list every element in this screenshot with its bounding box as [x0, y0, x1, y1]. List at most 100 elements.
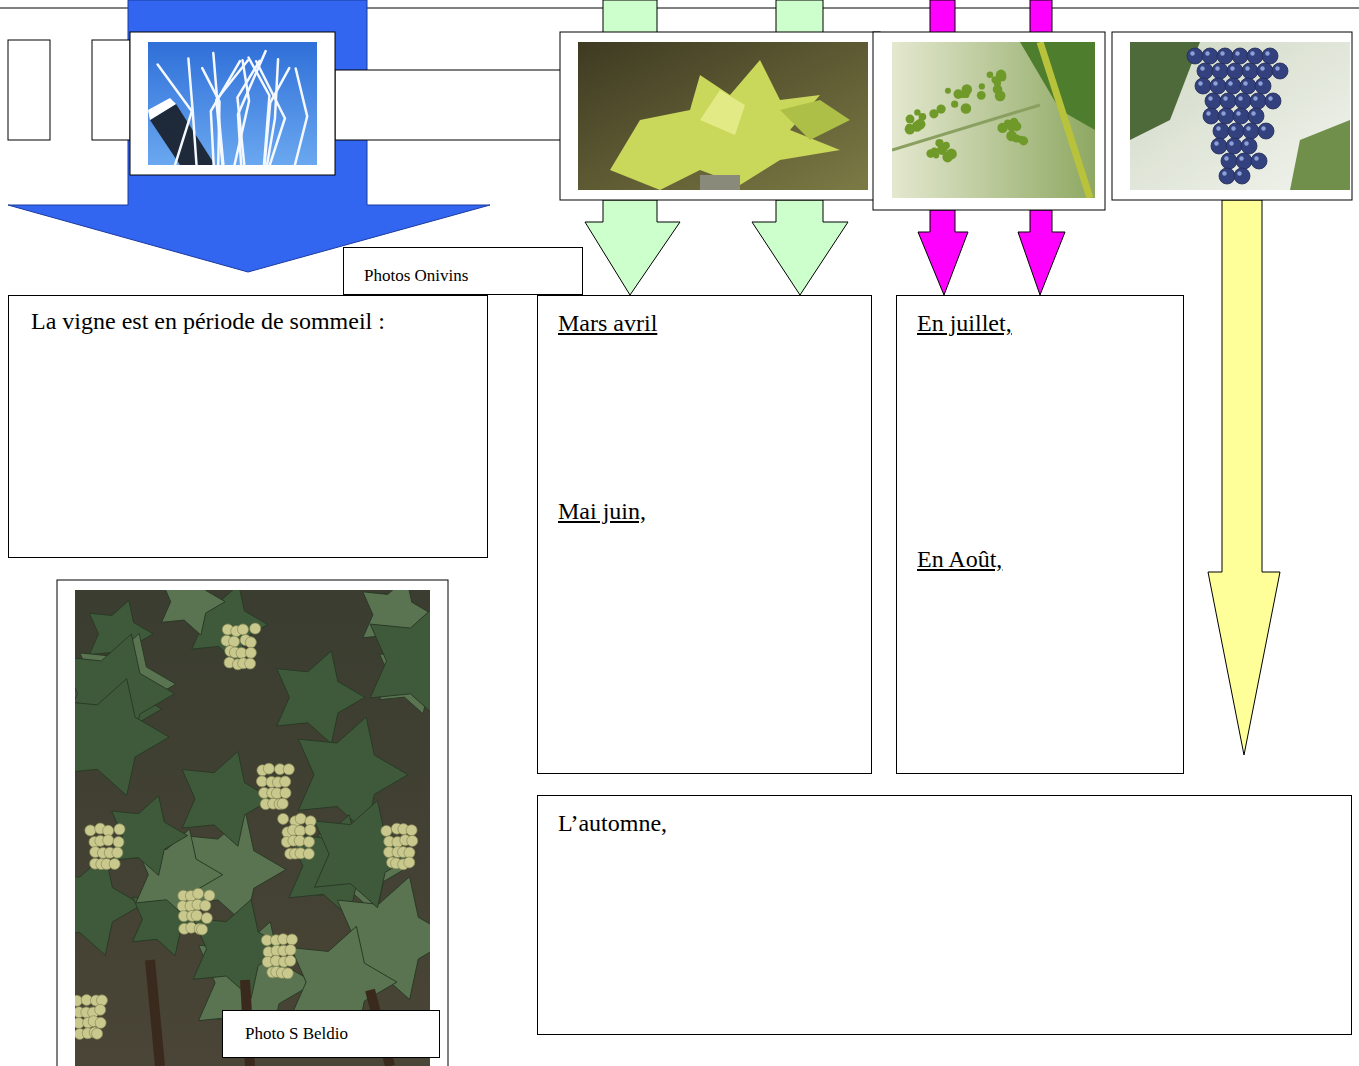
trunk: [150, 960, 160, 1066]
berry-body: [1202, 48, 1218, 64]
berry: [1255, 78, 1271, 94]
berry-body: [1210, 78, 1226, 94]
stage-box: L’automne,: [537, 795, 1352, 1035]
bud: [941, 145, 947, 151]
berry: [1236, 153, 1252, 169]
grape: [295, 825, 306, 836]
branch: [158, 65, 192, 165]
berry-body: [1262, 48, 1278, 64]
berry-shine: [1208, 96, 1212, 100]
berry: [1225, 78, 1241, 94]
leaf: [182, 751, 272, 846]
grape: [278, 813, 289, 824]
bud: [1010, 118, 1018, 126]
berry: [1203, 108, 1219, 124]
berry-shine: [1205, 51, 1209, 55]
berry-body: [1219, 168, 1235, 184]
berry-shine: [1231, 126, 1235, 130]
berry-body: [1221, 153, 1237, 169]
grape: [245, 637, 256, 648]
bud: [945, 88, 951, 94]
berry: [1219, 168, 1235, 184]
grape: [381, 825, 392, 836]
berry-shine: [1275, 66, 1279, 70]
berry-body: [1247, 48, 1263, 64]
grape: [280, 776, 291, 787]
berry-body: [1234, 168, 1250, 184]
photo-frame: [560, 32, 880, 200]
berry-body: [1228, 123, 1244, 139]
leaf: [75, 679, 169, 796]
grape-berries: [1187, 48, 1288, 184]
berry-shine: [1200, 66, 1204, 70]
grape: [92, 1028, 103, 1039]
empty-box: [8, 40, 50, 140]
berry: [1248, 108, 1264, 124]
leaf: [1290, 120, 1350, 190]
berry: [1218, 108, 1234, 124]
berry-body: [1211, 138, 1227, 154]
berry: [1187, 48, 1203, 64]
grape: [193, 888, 204, 899]
bud: [906, 115, 915, 124]
leaf: [112, 796, 188, 876]
berry-shine: [1213, 81, 1217, 85]
stage-box: En juillet,En Août,: [896, 295, 1184, 774]
bud: [1006, 131, 1017, 142]
leaf: [780, 100, 850, 140]
berry-shine: [1214, 141, 1218, 145]
grape: [113, 837, 124, 848]
arrow-stem: [776, 0, 823, 33]
background: [1130, 42, 1350, 190]
grape: [305, 824, 316, 835]
berry-shine: [1220, 51, 1224, 55]
berry: [1197, 63, 1213, 79]
berry: [1211, 138, 1227, 154]
berry-body: [1233, 108, 1249, 124]
berry-shine: [1254, 156, 1258, 160]
grape: [285, 944, 296, 955]
stage-subheading: Mai juin,: [558, 498, 853, 526]
grape: [201, 913, 212, 924]
berry-body: [1241, 138, 1257, 154]
berry: [1195, 78, 1211, 94]
grape: [245, 658, 256, 669]
stage-heading: Mars avril: [558, 310, 853, 338]
berry: [1226, 138, 1242, 154]
berry-body: [1251, 153, 1267, 169]
berry: [1272, 63, 1288, 79]
berry: [1233, 108, 1249, 124]
bud: [931, 147, 938, 154]
berry: [1235, 93, 1251, 109]
photo-frame: [1112, 32, 1352, 200]
berry: [1251, 153, 1267, 169]
leaf: [298, 717, 408, 832]
stage-heading: En juillet,: [917, 310, 1165, 338]
berry-shine: [1243, 81, 1247, 85]
leaf: [162, 590, 226, 635]
bud: [953, 89, 963, 99]
branch: [256, 61, 285, 165]
stage-box: La vigne est en période de sommeil :: [8, 295, 488, 558]
bud: [996, 70, 1006, 80]
berry-body: [1258, 123, 1274, 139]
branch: [202, 68, 219, 165]
berry: [1247, 48, 1263, 64]
bud: [936, 104, 945, 113]
arrow-stem: [930, 0, 955, 33]
arrow-down: [918, 210, 968, 295]
photo-credit: Photos Onivins: [343, 247, 583, 295]
berry-body: [1197, 63, 1213, 79]
berry-body: [1232, 48, 1248, 64]
bud: [905, 124, 915, 134]
grape: [250, 623, 261, 634]
stage-heading: L’automne,: [558, 810, 1333, 838]
stem: [1040, 42, 1090, 198]
berry: [1241, 138, 1257, 154]
berry-shine: [1224, 156, 1228, 160]
berry-shine: [1221, 111, 1225, 115]
leaf-photo: [578, 42, 868, 190]
berry-shine: [1268, 96, 1272, 100]
berry-shine: [1230, 66, 1234, 70]
